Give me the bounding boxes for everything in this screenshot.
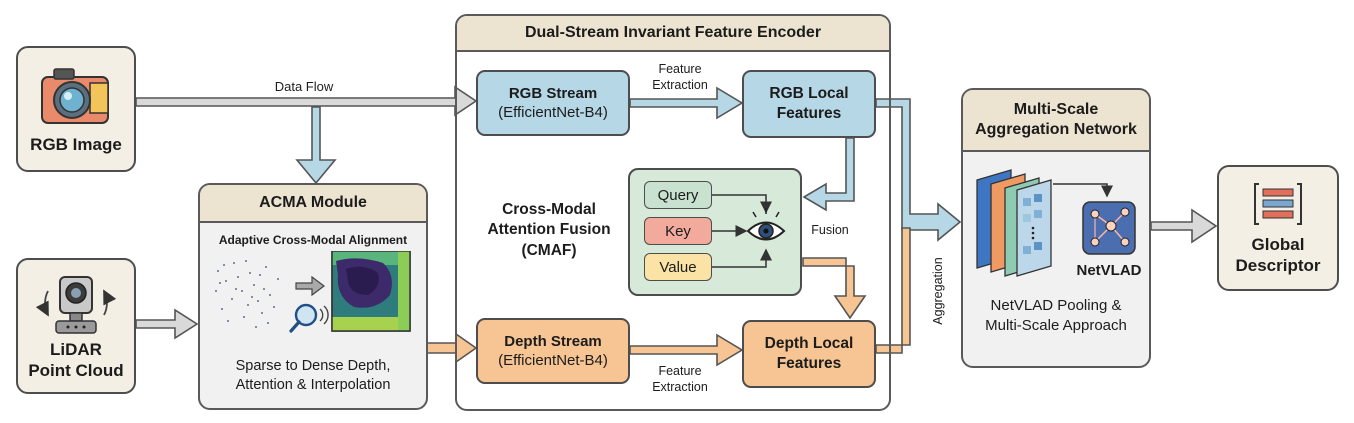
feature-extraction-bottom-line2: Extraction <box>652 379 708 394</box>
descriptor-vector-icon <box>1254 182 1302 225</box>
netvlad-graph-icon <box>1082 201 1136 255</box>
rgb-local-line1: RGB Local <box>769 84 849 102</box>
rgb-stream-title: RGB Stream <box>508 84 598 102</box>
acma-module: ACMA Module Adaptive Cross-Modal Alignme… <box>198 183 428 410</box>
dense-depth-map <box>331 251 411 332</box>
aggregation-desc-line1: NetVLAD Pooling & <box>990 297 1122 314</box>
camera-icon <box>41 68 109 124</box>
depth-local-line2: Features <box>776 355 842 372</box>
encoder-title: Dual-Stream Invariant Feature Encoder <box>457 16 889 52</box>
cmaf-label-line3: (CMAF) <box>521 241 577 259</box>
arrow-depth-local-to-aggregation <box>875 227 911 354</box>
arrow-rgb-local-to-aggregation <box>875 98 962 242</box>
feature-extraction-top-line1: Feature <box>658 62 702 76</box>
global-descriptor-line2: Descriptor <box>1235 256 1321 275</box>
rgb-stream-model: (EfficientNet-B4) <box>498 104 608 121</box>
arrow-depth-stream-to-local <box>629 333 744 367</box>
multi-scale-aggregation-network: Multi-Scale Aggregation Network <box>961 88 1151 368</box>
fusion-label: Fusion <box>811 223 849 237</box>
feature-maps-netvlad-icon <box>976 169 1136 277</box>
key-box: Key <box>644 217 712 245</box>
global-descriptor-output: Global Descriptor <box>1217 165 1339 291</box>
eye-icon <box>746 208 786 241</box>
acma-desc-line2: Attention & Interpolation <box>235 376 391 393</box>
query-box: Query <box>644 181 712 209</box>
rgb-image-input: RGB Image <box>16 46 136 172</box>
aggregation-title-line1: Multi-Scale <box>1013 101 1099 118</box>
lidar-label-line2: Point Cloud <box>28 361 124 380</box>
depth-stream-model: (EfficientNet-B4) <box>498 352 608 369</box>
aggregation-edge-label: Aggregation <box>931 257 945 325</box>
depth-local-features-box: Depth Local Features <box>742 320 876 388</box>
point-cloud-scatter <box>215 260 279 328</box>
magnifier-icon <box>289 303 329 333</box>
arrow-dataflow-to-acma <box>295 106 337 185</box>
cmaf-attention-block: Query Key Value <box>628 168 802 296</box>
acma-title: ACMA Module <box>200 185 426 223</box>
aggregation-desc-line2: Multi-Scale Approach <box>985 317 1127 335</box>
acma-desc-line1: Sparse to Dense Depth, <box>235 358 391 374</box>
rgb-local-line2: Features <box>776 105 842 122</box>
arrow-rgb-local-to-cmaf <box>802 137 855 212</box>
arrow-rgb-stream-to-local <box>629 86 744 120</box>
sparse-to-dense-illustration <box>215 251 411 333</box>
acma-subtitle: Adaptive Cross-Modal Alignment <box>218 233 408 247</box>
netvlad-label: NetVLAD <box>1076 262 1142 279</box>
lidar-label-line1: LiDAR <box>50 339 102 359</box>
rgb-local-features-box: RGB Local Features <box>742 70 876 138</box>
lidar-input: LiDAR Point Cloud <box>16 258 136 394</box>
aggregation-title-line2: Aggregation Network <box>975 121 1137 138</box>
sparse-to-dense-arrow <box>295 275 325 297</box>
depth-local-line1: Depth Local <box>764 334 854 352</box>
arrow-aggregation-to-global <box>1150 208 1218 244</box>
global-descriptor-line1: Global <box>1251 234 1305 254</box>
arrow-cmaf-to-depth-local <box>802 257 867 320</box>
feature-map-stack <box>976 169 1052 277</box>
rgb-stream-box: RGB Stream (EfficientNet-B4) <box>476 70 630 136</box>
cmaf-label-line2: Attention Fusion <box>487 221 611 239</box>
lidar-sensor-icon <box>36 275 116 334</box>
cmaf-label-line1: Cross-Modal <box>502 201 596 218</box>
attention-connectors <box>712 194 786 268</box>
dual-stream-encoder: Dual-Stream Invariant Feature Encoder <box>455 14 891 411</box>
value-box: Value <box>644 253 712 281</box>
depth-stream-box: Depth Stream (EfficientNet-B4) <box>476 318 630 384</box>
depth-stream-title: Depth Stream <box>504 332 602 350</box>
data-flow-label: Data Flow <box>274 79 334 94</box>
feature-extraction-top-line2: Extraction <box>652 77 708 92</box>
arrow-lidar-to-acma <box>135 308 199 340</box>
feature-extraction-bottom-line1: Feature <box>658 364 702 378</box>
rgb-image-label: RGB Image <box>30 135 122 154</box>
